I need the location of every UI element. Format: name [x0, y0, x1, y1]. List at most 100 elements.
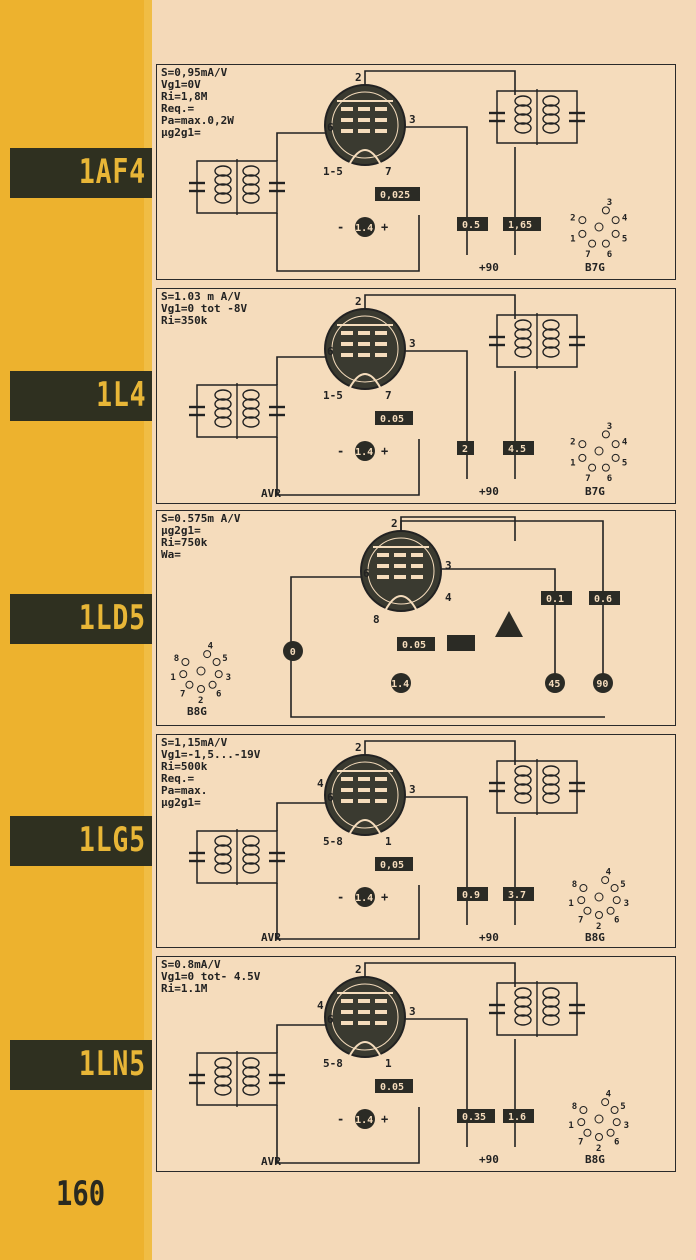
battery-label: 1.4 [355, 1115, 373, 1126]
base-pin [612, 896, 621, 905]
tube-tab-1ld5: 1LD5 [10, 594, 152, 644]
base-pin-number: 1 [568, 1121, 573, 1131]
filament [384, 595, 418, 612]
coil-turn [214, 862, 232, 874]
grid-electrode [411, 553, 423, 557]
coil-turn [542, 783, 560, 795]
base-pin-number: 6 [614, 915, 619, 925]
tube-envelope [360, 530, 442, 612]
resistor-value: 0.05 [397, 637, 435, 651]
filament [348, 819, 382, 836]
grid-wire [276, 356, 325, 385]
tube-name: 1LD5 [79, 598, 146, 638]
grid-wire [276, 1024, 325, 1053]
base-pin-number: 1 [568, 899, 573, 909]
base-pin-number: 7 [585, 250, 590, 260]
minus-sign: - [337, 444, 344, 458]
base-pin-number: 3 [607, 422, 612, 432]
parameter-line: µg2g1= [161, 524, 201, 537]
parameter-line: Ri=500k [161, 760, 208, 773]
coil-turn [514, 328, 532, 340]
parameter-line: Pa=max. [161, 784, 208, 797]
coil-turn [542, 792, 560, 804]
grid-electrode [377, 553, 389, 557]
coil-turn [514, 337, 532, 349]
battery-label: 1.4 [391, 679, 409, 690]
tube-name: 1LG5 [79, 820, 146, 860]
coil-turn [514, 783, 532, 795]
base-pin [179, 670, 188, 679]
grid-electrode [375, 107, 387, 111]
base-pin-number: 3 [624, 899, 629, 909]
grid-electrode [358, 118, 370, 122]
base-pin-number: 4 [606, 1090, 612, 1100]
parameter-line: Ri=1,8M [161, 90, 208, 103]
pin-plate: 2 [355, 71, 362, 84]
plate-resistor-value: 3.7 [503, 887, 534, 901]
screen-resistor-value: 0.9 [457, 887, 488, 901]
screen-wire [405, 126, 468, 255]
base-type-label: B8G [187, 705, 207, 718]
tube-inner-ring [331, 91, 399, 159]
parameter-line: S=1,15mA/V [161, 736, 228, 749]
pin-filament: 5-8 [323, 835, 343, 848]
coil-secondary [542, 987, 560, 1026]
capacitor-block [447, 635, 475, 651]
coil-turn [242, 416, 260, 428]
base-pin-number: 5 [622, 459, 627, 469]
battery-label: 1.4 [355, 447, 373, 458]
coil-turn [214, 192, 232, 204]
value-box-text: 4.5 [508, 444, 526, 455]
tube-envelope [324, 84, 406, 166]
coil-secondary [542, 765, 560, 804]
coil-turn [214, 1066, 232, 1078]
tube-symbol [324, 754, 406, 836]
output-if-transformer [489, 981, 585, 1037]
filament [348, 373, 382, 390]
base-pin-number: 3 [624, 1121, 629, 1131]
agc-label: AVR [261, 1155, 281, 1168]
parameter-line: S=0,95mA/V [161, 66, 228, 79]
output-if-transformer [489, 89, 585, 145]
coil-turn [542, 987, 560, 999]
coil-turn [514, 1014, 532, 1026]
base-pin-number: 4 [208, 642, 214, 652]
coil-turn [542, 774, 560, 786]
coil-primary [514, 319, 532, 358]
grid-electrode [358, 788, 370, 792]
coil-secondary [242, 1057, 260, 1096]
parameter-line: µg2g1= [161, 126, 201, 139]
tube-envelope [324, 976, 406, 1058]
base-pin [601, 430, 610, 439]
pin-screen: 3 [409, 783, 416, 796]
base-pin-number: 1 [570, 459, 575, 469]
coil-turn [214, 1084, 232, 1096]
coil-turn [242, 844, 260, 856]
grid-electrode [394, 575, 406, 579]
base-pin [588, 463, 597, 472]
grid-electrode [375, 129, 387, 133]
base-pin [601, 1098, 610, 1107]
base-type-label: B8G [585, 1153, 605, 1166]
parameter-line: Ri=350k [161, 314, 208, 327]
base-pin-number: 8 [174, 654, 179, 664]
pin-cathode: 4 [445, 591, 452, 604]
coil-primary [514, 987, 532, 1026]
pin-grid: 6 [363, 567, 370, 580]
value-box-text: 0.6 [594, 594, 612, 605]
pin-grid: 6 [327, 345, 334, 358]
input-if-transformer [189, 829, 285, 885]
value-box-text: 0,05 [380, 860, 404, 871]
battery-circle [283, 641, 303, 661]
coil-turn [242, 1057, 260, 1069]
screen-resistor-value: 0.5 [457, 217, 488, 231]
resistor-value: 0,05 [375, 857, 413, 871]
grid-electrode [411, 564, 423, 568]
value-box-bg [503, 217, 541, 231]
tube-inner-ring [331, 983, 399, 1051]
